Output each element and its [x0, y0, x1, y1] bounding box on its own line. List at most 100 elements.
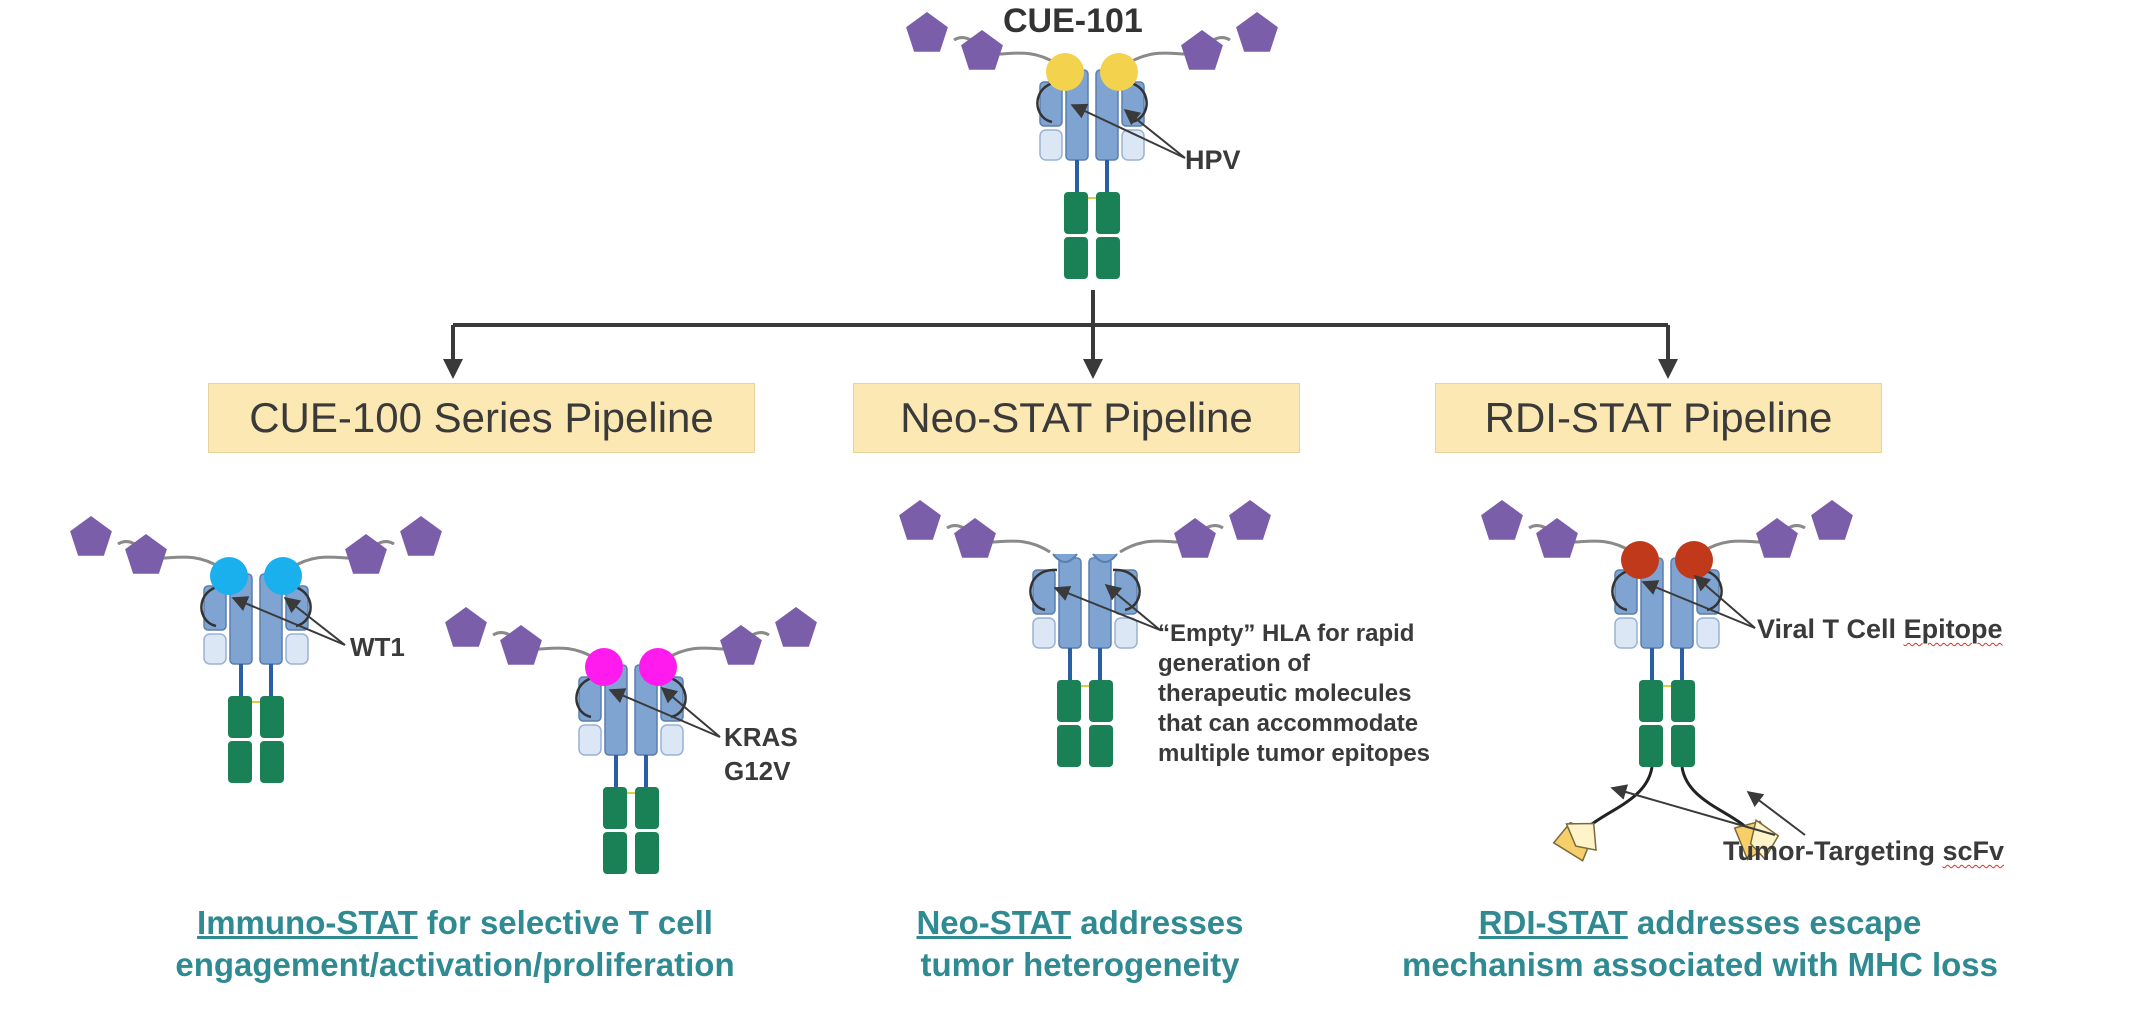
fc-domain	[1089, 680, 1113, 722]
scfv-linker	[1585, 766, 1654, 830]
immunomodulator-pentagon-icon	[1536, 518, 1578, 558]
scfv-linker	[1680, 766, 1749, 830]
immunomodulator-pentagon-icon	[1229, 500, 1271, 540]
neo-stat-molecule	[899, 500, 1271, 767]
fc-domain	[1639, 725, 1663, 767]
fc-domain	[228, 696, 252, 738]
immunomodulator-pentagon-icon	[1481, 500, 1523, 540]
immunomodulator-pentagon-icon	[500, 625, 542, 665]
viral-epitope-label-main: Viral T Cell	[1757, 614, 1904, 644]
pipeline-label: Neo-STAT Pipeline	[900, 394, 1253, 441]
desc-line: multiple tumor epitopes	[1158, 740, 1431, 767]
desc-line: therapeutic molecules	[1158, 680, 1412, 707]
immunomodulator-pentagon-icon	[1174, 518, 1216, 558]
epitope-circle-icon	[1675, 541, 1713, 579]
immunomodulator-pentagon-icon	[1236, 12, 1278, 52]
beta2m-domain	[578, 724, 602, 756]
caption-line1: Immuno-STAT for selective T cell	[140, 902, 770, 944]
beta2m-domain	[1039, 129, 1063, 161]
caption-rest: addresses escape	[1627, 904, 1922, 941]
scfv-label-main: Tumor-Targeting	[1723, 836, 1943, 866]
fc-domain	[1057, 725, 1081, 767]
caption-rest: addresses	[1071, 904, 1244, 941]
pipeline-label: CUE-100 Series Pipeline	[249, 394, 714, 441]
peptide-linker	[1112, 568, 1141, 612]
hla-heavy-chain	[1058, 557, 1082, 649]
immunomodulator-pentagon-icon	[961, 30, 1003, 70]
caption-rest: for selective T cell	[417, 904, 713, 941]
scfv-label: Tumor-Targeting scFv	[1723, 836, 2004, 867]
viral-epitope-label-squig: Epitope	[1903, 614, 2003, 644]
immunomodulator-pentagon-icon	[445, 607, 487, 647]
scfv-domain-icon	[1565, 822, 1597, 852]
caption-line1: RDI-STAT addresses escape	[1380, 902, 2020, 944]
immunomodulator-pentagon-icon	[954, 518, 996, 558]
caption-underlined: Neo-STAT	[916, 904, 1072, 941]
neo-stat-caption: Neo-STAT addresses tumor heterogeneity	[880, 902, 1280, 986]
epitope-circle-icon	[210, 557, 248, 595]
beta2m-domain	[1696, 617, 1720, 649]
desc-line: that can accommodate	[1158, 710, 1419, 737]
fc-domain	[1057, 680, 1081, 722]
pipeline-label: RDI-STAT Pipeline	[1484, 394, 1833, 441]
immunomodulator-pentagon-icon	[775, 607, 817, 647]
fc-domain	[1671, 680, 1695, 722]
fc-domain	[1096, 192, 1120, 234]
fc-domain	[1671, 725, 1695, 767]
caption-underlined: Immuno-STAT	[197, 904, 418, 941]
scfv-label-squig: scFv	[1942, 836, 2005, 866]
wt1-label: WT1	[350, 632, 405, 662]
immunomodulator-pentagon-icon	[400, 516, 442, 556]
cue-100-series-pipeline-box: CUE-100 Series Pipeline	[208, 383, 755, 453]
immuno-stat-caption: Immuno-STAT for selective T cell engagem…	[140, 902, 770, 986]
fc-domain	[1089, 725, 1113, 767]
immunomodulator-pentagon-icon	[899, 500, 941, 540]
kras-label-line1: KRAS	[724, 722, 798, 752]
empty-groove	[1092, 553, 1118, 563]
beta2m-domain	[1032, 617, 1056, 649]
epitope-circle-icon	[1046, 53, 1084, 91]
beta2m-domain	[285, 633, 309, 665]
fc-domain	[635, 787, 659, 829]
desc-line: generation of	[1158, 650, 1311, 677]
desc-line: “Empty” HLA for rapid	[1158, 620, 1415, 647]
caption-underlined: RDI-STAT	[1478, 904, 1628, 941]
fc-domain	[635, 832, 659, 874]
rdi-stat-caption: RDI-STAT addresses escape mechanism asso…	[1380, 902, 2020, 986]
immunomodulator-pentagon-icon	[906, 12, 948, 52]
fc-domain	[1096, 237, 1120, 279]
fc-domain	[1639, 680, 1663, 722]
beta2m-domain	[203, 633, 227, 665]
beta2m-domain	[1614, 617, 1638, 649]
beta2m-domain	[1114, 617, 1138, 649]
kras-molecule	[445, 607, 817, 874]
rdi-stat-pipeline-box: RDI-STAT Pipeline	[1435, 383, 1882, 453]
immunomodulator-pentagon-icon	[1756, 518, 1798, 558]
viral-epitope-label: Viral T Cell Epitope	[1757, 614, 2003, 645]
fc-domain	[1064, 237, 1088, 279]
neo-stat-description: “Empty” HLA for rapid generation of ther…	[1158, 619, 1430, 769]
kras-label-line2: G12V	[724, 756, 791, 786]
hpv-label: HPV	[1185, 145, 1241, 175]
immunomodulator-pentagon-icon	[345, 534, 387, 574]
top-molecule-title: CUE-101	[1003, 2, 1143, 40]
immunomodulator-pentagon-icon	[1181, 30, 1223, 70]
fc-domain	[260, 741, 284, 783]
epitope-circle-icon	[1621, 541, 1659, 579]
neo-stat-pipeline-box: Neo-STAT Pipeline	[853, 383, 1300, 453]
kras-label: KRAS G12V	[724, 720, 798, 788]
fc-domain	[603, 787, 627, 829]
caption-line2: engagement/activation/proliferation	[175, 946, 735, 983]
epitope-circle-icon	[264, 557, 302, 595]
pipeline-connector	[443, 290, 1678, 379]
epitope-circle-icon	[639, 648, 677, 686]
cue-101-molecule	[906, 12, 1278, 279]
beta2m-domain	[1121, 129, 1145, 161]
annotation-arrows	[231, 103, 1806, 836]
peptide-linker	[1029, 568, 1058, 612]
immunomodulator-pentagon-icon	[125, 534, 167, 574]
rdi-stat-molecule	[1481, 500, 1853, 862]
fc-domain	[260, 696, 284, 738]
immunomodulator-pentagon-icon	[70, 516, 112, 556]
